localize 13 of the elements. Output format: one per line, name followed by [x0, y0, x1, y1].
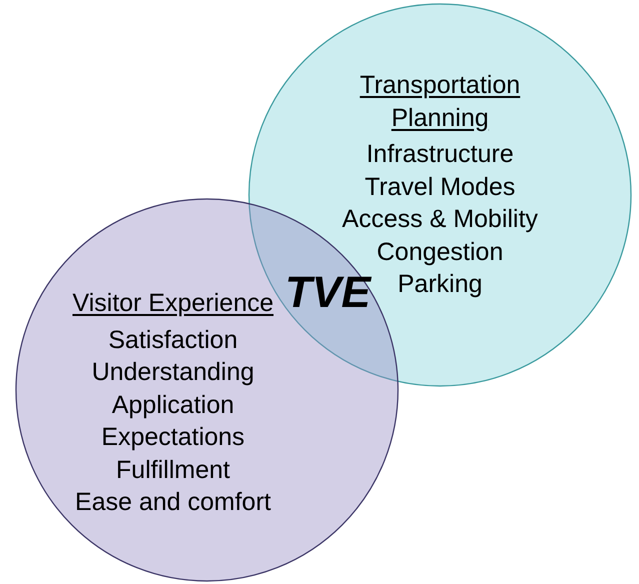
- circle-heading: Visitor Experience: [71, 288, 275, 319]
- list-item: Understanding: [90, 357, 256, 388]
- list-item: Infrastructure: [365, 139, 515, 170]
- overlap-label: TVE: [285, 268, 371, 318]
- list-item: Access & Mobility: [341, 204, 539, 235]
- circle-heading: Transportation Planning: [358, 70, 522, 134]
- list-item: Ease and comfort: [74, 487, 272, 518]
- list-item: Satisfaction: [107, 324, 239, 356]
- list-item: Application: [110, 390, 236, 420]
- list-item: Travel Modes: [364, 172, 516, 202]
- list-item: Expectations: [100, 422, 246, 453]
- list-item: Fulfillment: [115, 454, 231, 486]
- list-item: Congestion: [376, 236, 504, 268]
